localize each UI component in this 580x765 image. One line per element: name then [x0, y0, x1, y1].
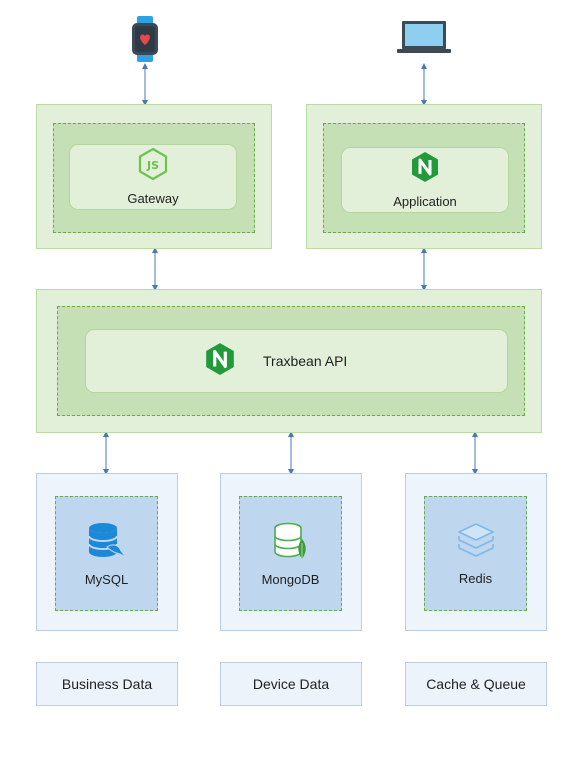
svg-text:JS: JS: [146, 159, 159, 172]
gateway-frame: JS Gateway: [53, 123, 255, 233]
business-data-label: Business Data: [36, 662, 178, 706]
device-data-label: Device Data: [220, 662, 362, 706]
mysql-container: MySQL: [36, 473, 178, 631]
mongodb-container: MongoDB: [220, 473, 362, 631]
nodejs-icon: JS: [138, 147, 168, 185]
redis-node: Redis: [424, 496, 527, 611]
mysql-icon: [85, 521, 129, 566]
gateway-label: Gateway: [127, 191, 179, 206]
gateway-node: JS Gateway: [69, 144, 237, 210]
api-node: Traxbean API: [85, 329, 508, 393]
redis-container: Redis: [405, 473, 547, 631]
mysql-label: MySQL: [84, 571, 129, 587]
smartwatch-icon: [130, 14, 160, 64]
mongodb-label: MongoDB: [261, 571, 320, 587]
api-frame: Traxbean API: [57, 306, 525, 416]
application-node: Application: [341, 147, 509, 213]
nginx-icon: [410, 151, 440, 188]
application-label: Application: [393, 194, 457, 209]
mongodb-icon: [271, 521, 311, 566]
laptop-icon: [396, 19, 452, 55]
application-frame: Application: [323, 123, 525, 233]
cache-queue-label: Cache & Queue: [405, 662, 547, 706]
api-container: Traxbean API: [36, 289, 542, 433]
application-container: Application: [306, 104, 542, 249]
mongodb-node: MongoDB: [239, 496, 342, 611]
nginx-icon: [204, 342, 236, 381]
api-label: Traxbean API: [263, 353, 348, 369]
redis-icon: [456, 522, 496, 565]
gateway-container: JS Gateway: [36, 104, 272, 249]
redis-label: Redis: [458, 570, 493, 586]
mysql-node: MySQL: [55, 496, 158, 611]
